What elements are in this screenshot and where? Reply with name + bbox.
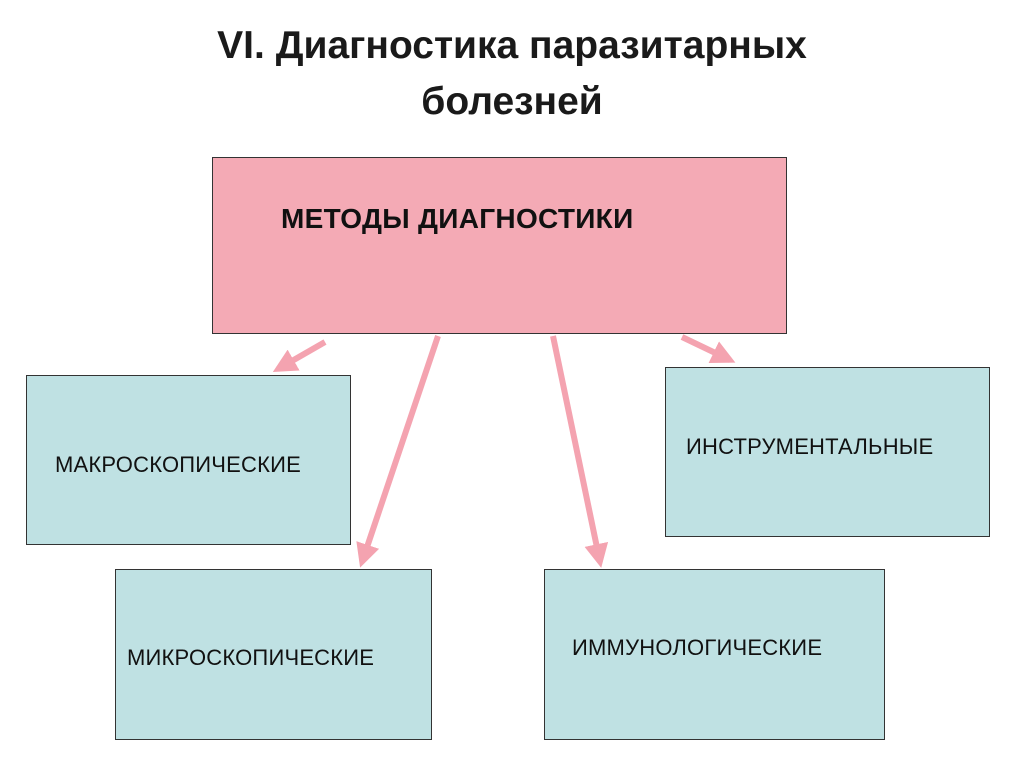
diagnostic-methods-label: МЕТОДЫ ДИАГНОСТИКИ — [281, 203, 634, 234]
instrumental-box: ИНСТРУМЕНТАЛЬНЫЕ — [665, 367, 990, 537]
microscopic-box: МИКРОСКОПИЧЕСКИЕ — [115, 569, 432, 740]
immunological-label: ИММУНОЛОГИЧЕСКИЕ — [572, 635, 823, 660]
microscopic-label: МИКРОСКОПИЧЕСКИЕ — [127, 645, 375, 670]
arrow-to-instrumental — [680, 334, 736, 364]
title-line-2: болезней — [421, 80, 603, 123]
slide-title: VI. Диагностика паразитарных болезней — [0, 18, 1024, 130]
diagnostic-methods-box: МЕТОДЫ ДИАГНОСТИКИ — [212, 157, 787, 334]
arrow-to-microscopic — [356, 335, 441, 568]
macroscopic-box: МАКРОСКОПИЧЕСКИЕ — [26, 375, 351, 545]
instrumental-label: ИНСТРУМЕНТАЛЬНЫЕ — [686, 434, 934, 459]
arrow-to-immunological — [550, 335, 609, 568]
title-line-1: VI. Диагностика паразитарных — [217, 24, 807, 67]
arrow-to-macroscopic — [272, 339, 327, 372]
immunological-box: ИММУНОЛОГИЧЕСКИЕ — [544, 569, 885, 740]
macroscopic-label: МАКРОСКОПИЧЕСКИЕ — [55, 452, 302, 477]
